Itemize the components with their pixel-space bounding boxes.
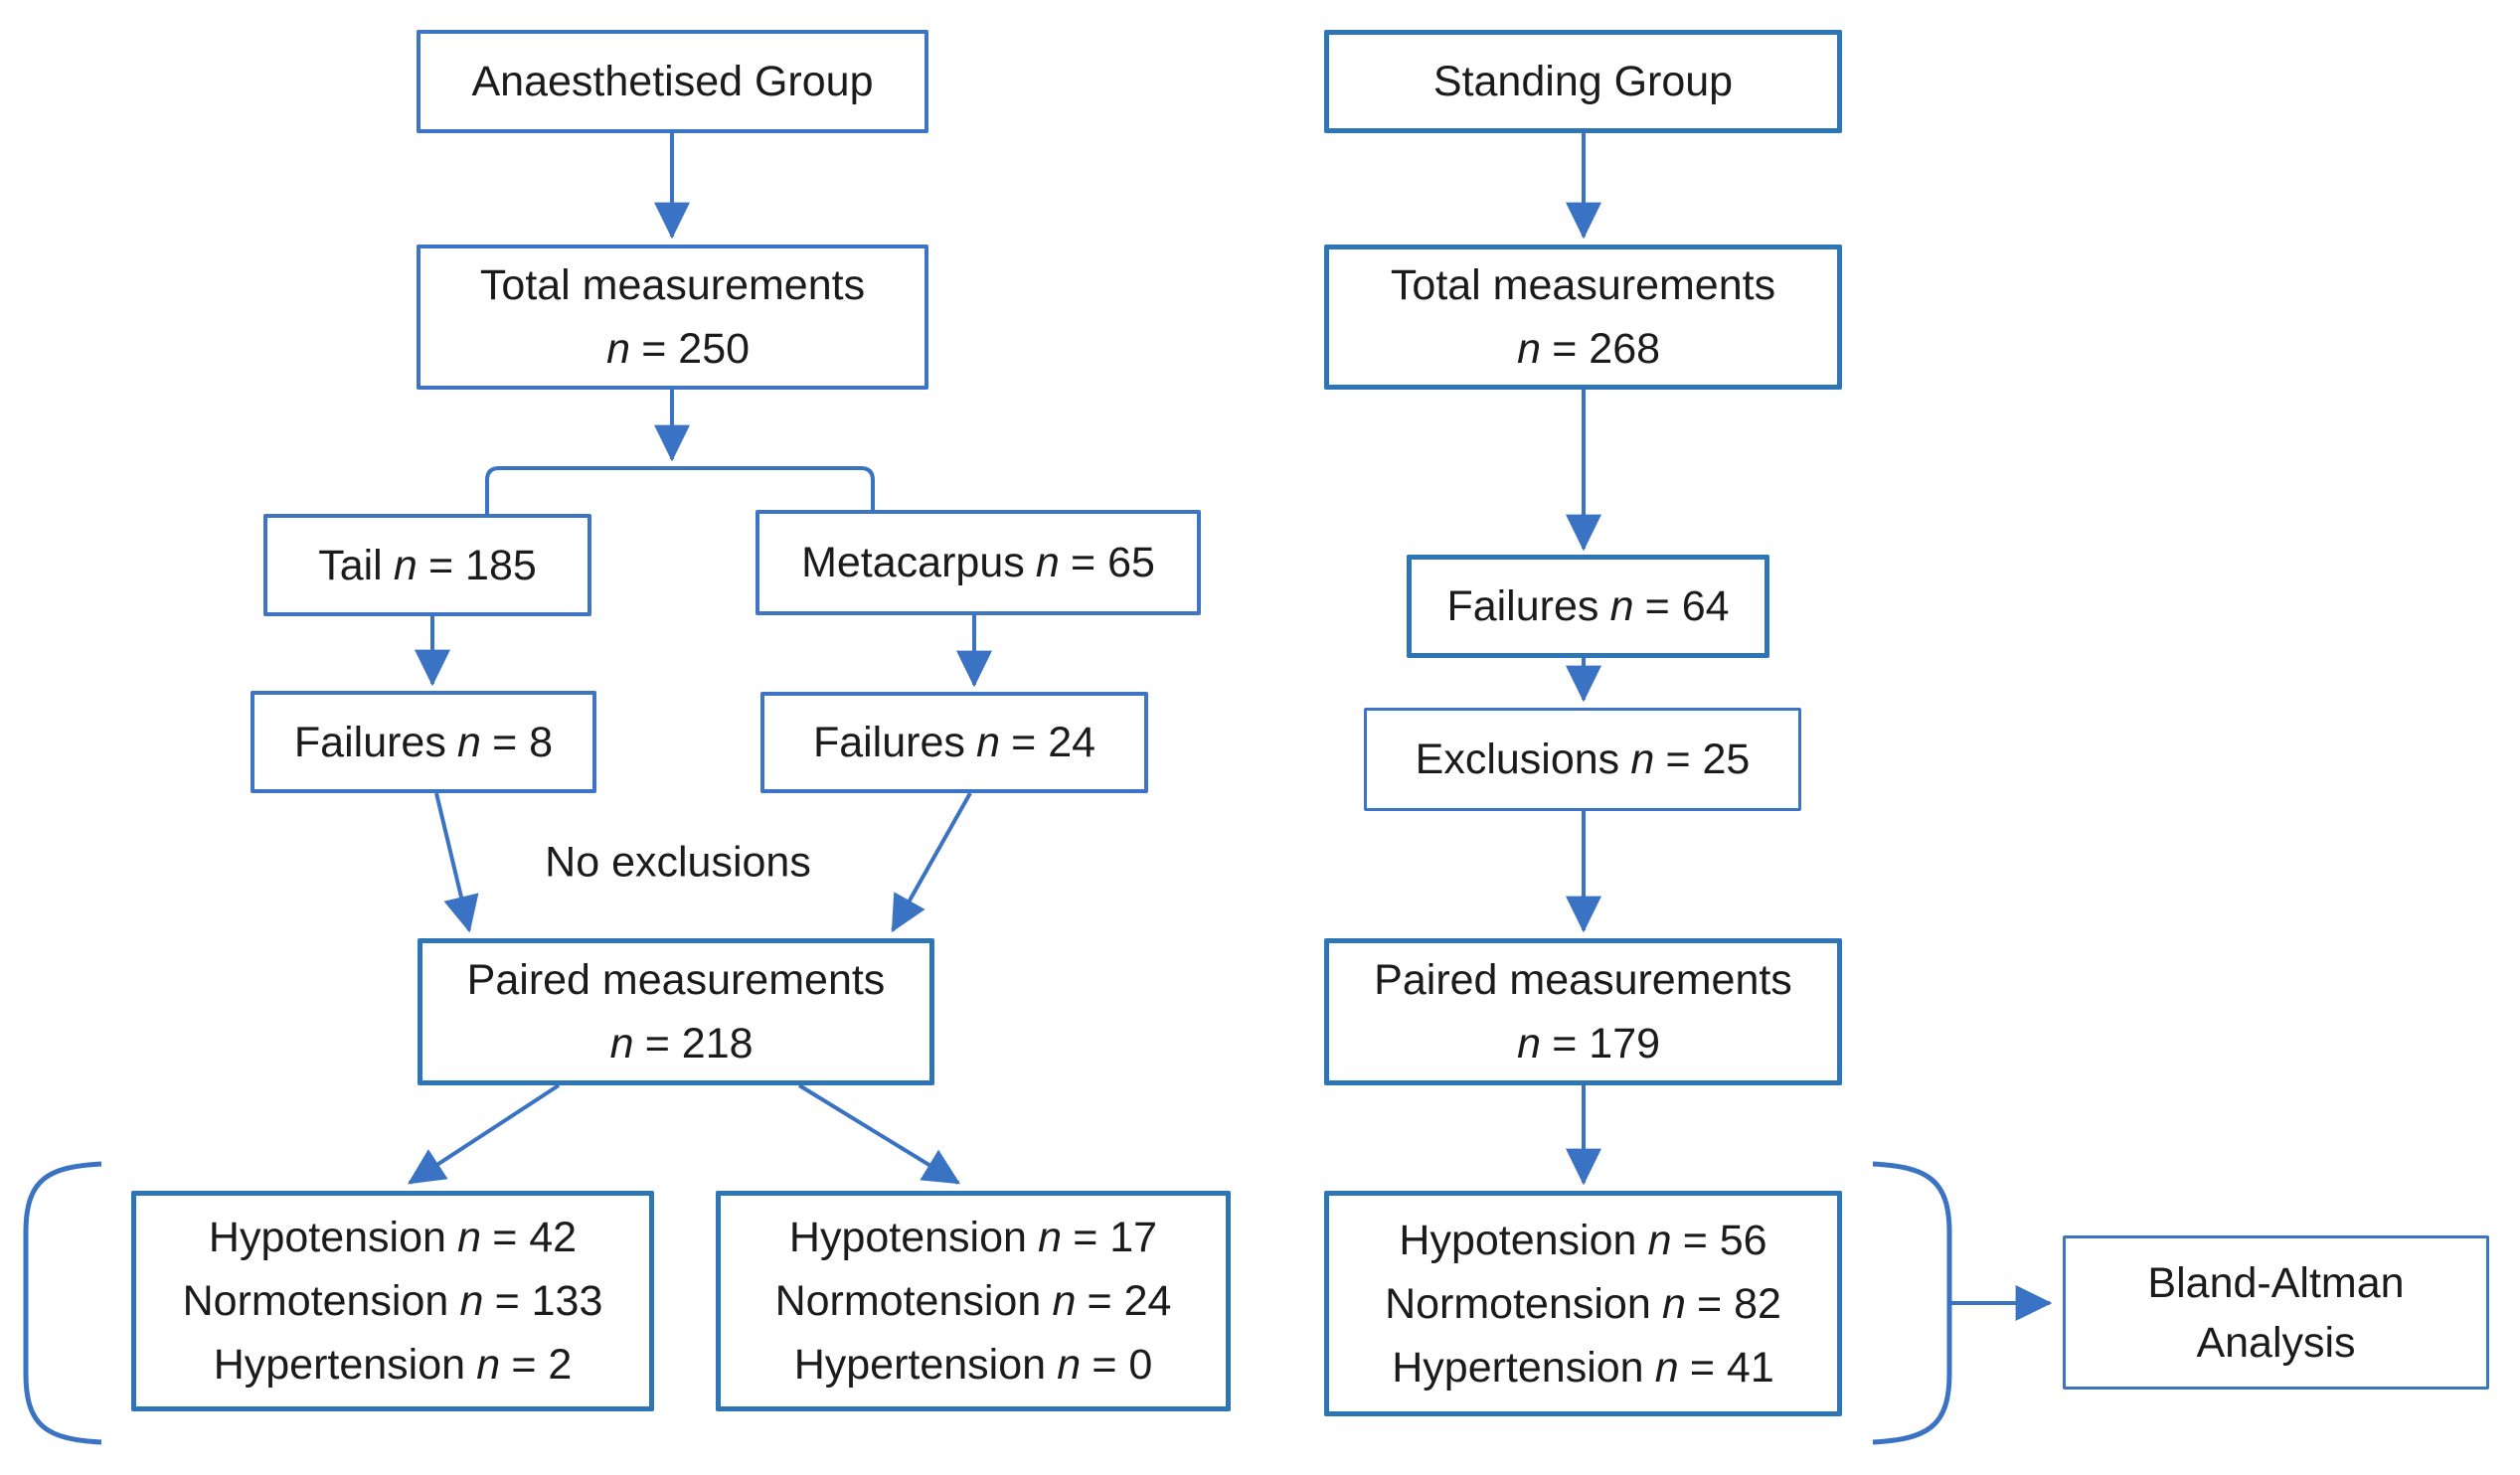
box-title: Bland-Altman bbox=[2147, 1258, 2405, 1307]
stat-line: n= 179 bbox=[1517, 1020, 1661, 1067]
right-bracket bbox=[1872, 1161, 1952, 1445]
arrow-metacarpus-failures-to-paired bbox=[891, 792, 972, 933]
box-title: Total measurements bbox=[1390, 261, 1776, 309]
box-title: Analysis bbox=[2196, 1318, 2356, 1367]
box-title: Total measurements bbox=[479, 261, 866, 309]
box-title: Paired measurements bbox=[466, 956, 886, 1004]
box-anaesthetised-paired: Paired measurements n= 218 bbox=[418, 938, 934, 1085]
box-title: Paired measurements bbox=[1374, 956, 1792, 1004]
box-standing-paired: Paired measurements n= 179 bbox=[1324, 938, 1842, 1085]
box-standing-total: Total measurements n= 268 bbox=[1324, 245, 1842, 390]
stat-line: n= 250 bbox=[606, 325, 751, 373]
arrow-paired-to-metacarpus-outcomes bbox=[797, 1083, 961, 1185]
box-label: Standing Group bbox=[1432, 58, 1734, 105]
box-standing-group: Standing Group bbox=[1324, 30, 1842, 133]
left-bracket bbox=[23, 1161, 102, 1445]
stat-line: n= 218 bbox=[609, 1020, 754, 1067]
no-exclusions-label: No exclusions bbox=[545, 838, 811, 887]
box-anaesthetised-total: Total measurements n= 250 bbox=[417, 245, 928, 390]
box-anaesthetised-group: Anaesthetised Group bbox=[417, 30, 928, 133]
box-label: Anaesthetised Group bbox=[471, 58, 874, 105]
box-bland-altman-analysis: Bland-Altman Analysis bbox=[2063, 1235, 2489, 1390]
arrow-tail-failures-to-paired bbox=[434, 792, 479, 933]
split-connector bbox=[485, 466, 875, 514]
arrow-paired-to-tail-outcomes bbox=[407, 1083, 561, 1185]
stat-line: n= 268 bbox=[1517, 325, 1661, 373]
